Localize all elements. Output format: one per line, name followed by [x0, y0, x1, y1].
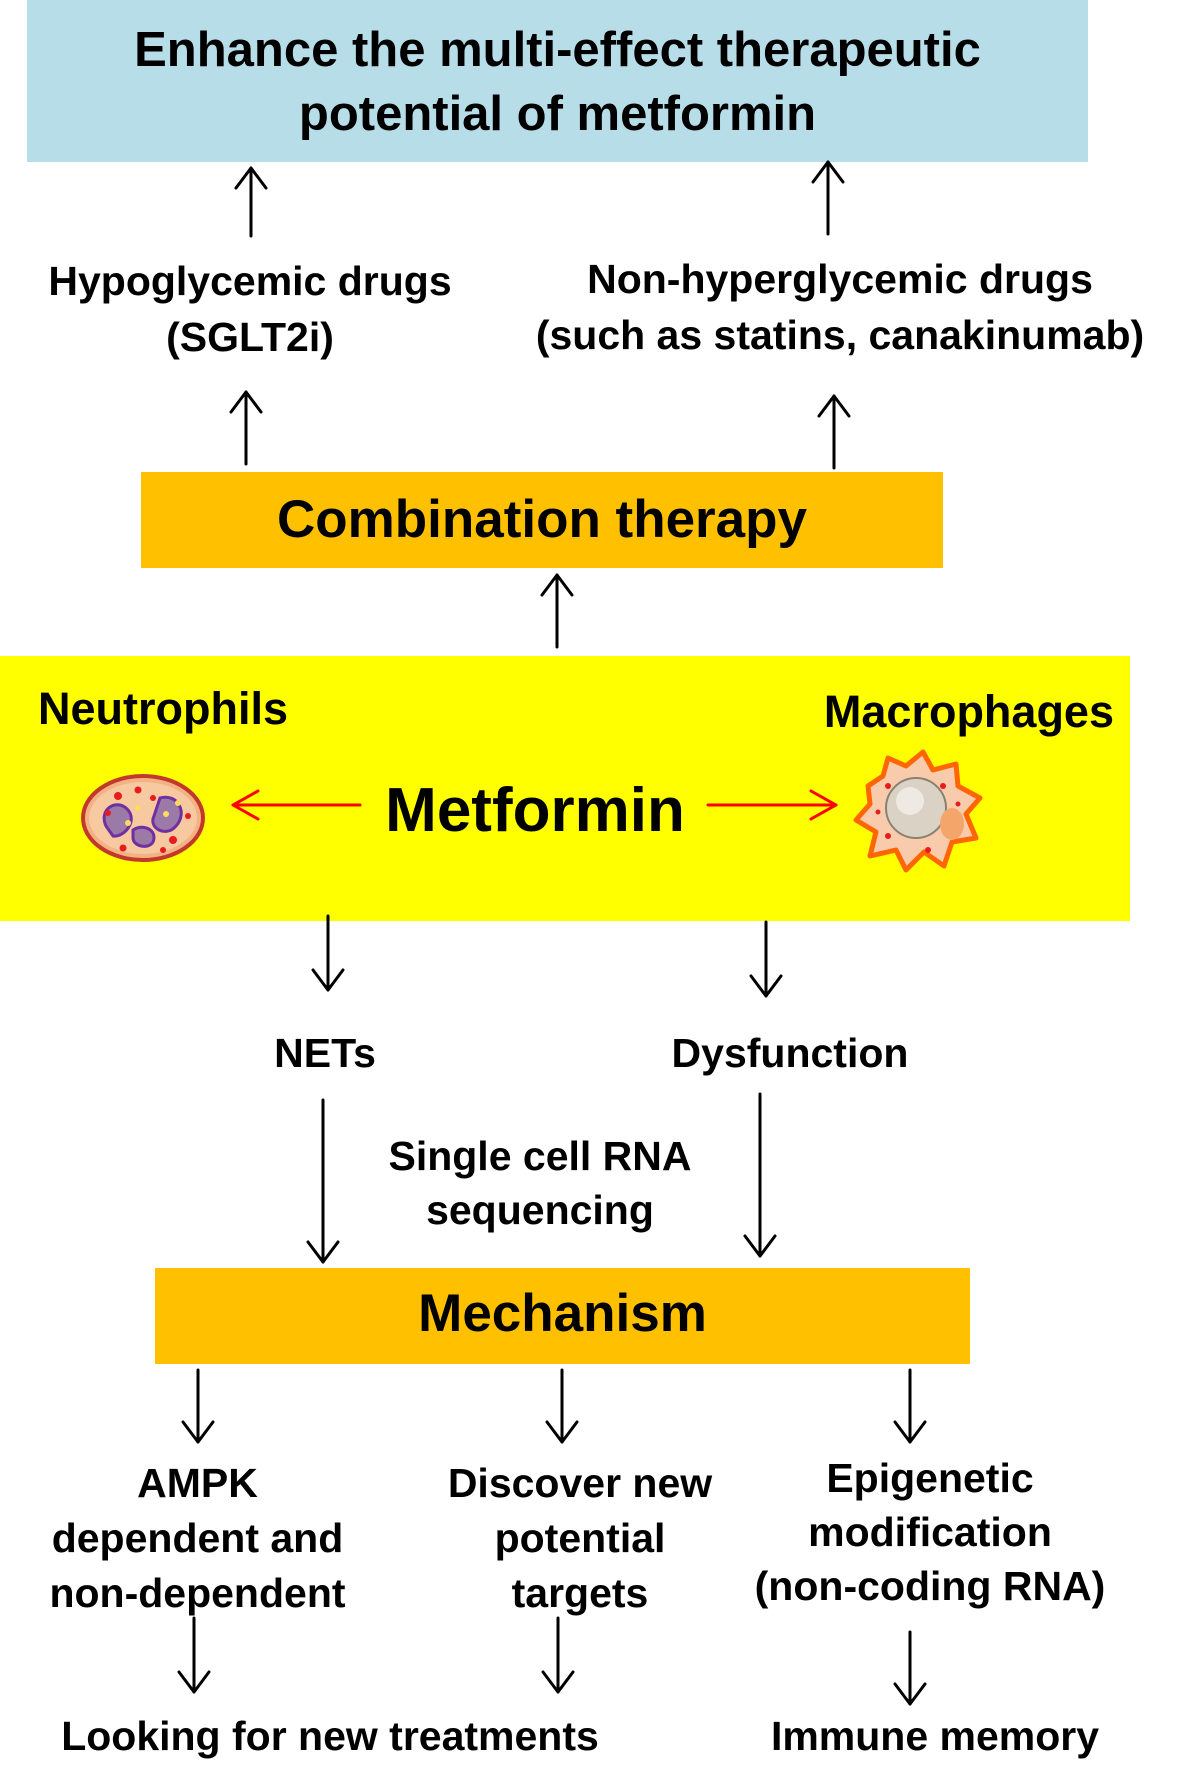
title-line-1: Enhance the multi-effect therapeutic — [134, 23, 981, 77]
arrow-down-epigenetic — [893, 1368, 927, 1444]
mechanism-label: Mechanism — [418, 1284, 707, 1343]
nets-label: NETs — [274, 1030, 376, 1076]
combination-therapy-label: Combination therapy — [276, 490, 808, 549]
arrow-up-right-title — [811, 160, 845, 236]
macrophages-label: Macrophages — [823, 686, 1114, 737]
red-arrow-to-neutrophils — [231, 789, 362, 821]
discover-line-1: Discover new — [447, 1460, 713, 1506]
epigenetic-line-3: (non-coding RNA) — [754, 1563, 1106, 1609]
ampk-line-3: non-dependent — [49, 1570, 346, 1616]
arrow-down-treatments-left — [177, 1616, 211, 1694]
arrow-up-left-drugs — [229, 390, 263, 466]
arrow-down-treatments-mid — [541, 1616, 575, 1694]
hypoglycemic-drugs-line-1: Hypoglycemic drugs — [48, 258, 452, 304]
non-hyperglycemic-drugs-line-2: (such as statins, canakinumab) — [535, 312, 1145, 358]
non-hyperglycemic-drugs-line-1: Non-hyperglycemic drugs — [587, 256, 1093, 302]
arrow-down-ampk — [181, 1368, 215, 1444]
ampk-line-2: dependent and — [51, 1515, 344, 1561]
scrna-line-2: sequencing — [426, 1187, 654, 1233]
arrow-down-dysfunction-mechanism — [743, 1092, 777, 1258]
title-line-2: potential of metformin — [298, 87, 817, 141]
scrna-line-1: Single cell RNA — [388, 1133, 692, 1179]
arrow-down-nets-mechanism — [306, 1098, 340, 1264]
arrow-up-left-title — [234, 166, 268, 238]
arrow-up-right-drugs — [817, 394, 851, 470]
neutrophils-label: Neutrophils — [38, 683, 289, 734]
arrow-up-combination — [540, 573, 574, 649]
discover-line-3: targets — [511, 1570, 649, 1616]
macrophage-cell-icon — [853, 749, 983, 873]
dysfunction-label: Dysfunction — [671, 1030, 909, 1076]
metformin-label: Metformin — [385, 776, 685, 845]
arrow-down-dysfunction — [749, 920, 783, 998]
title-box — [27, 0, 1088, 162]
arrow-down-immune — [893, 1630, 927, 1706]
ampk-line-1: AMPK — [137, 1460, 258, 1506]
epigenetic-line-1: Epigenetic — [826, 1455, 1034, 1501]
neutrophil-cell-icon — [81, 774, 205, 862]
mechanism-box — [155, 1268, 970, 1364]
arrow-down-discover — [545, 1368, 579, 1444]
discover-line-2: potential — [494, 1515, 666, 1561]
arrow-down-nets — [311, 914, 345, 992]
combination-therapy-box — [141, 472, 943, 568]
hypoglycemic-drugs-line-2: (SGLT2i) — [166, 314, 334, 360]
epigenetic-line-2: modification — [808, 1509, 1052, 1555]
new-treatments-label: Looking for new treatments — [61, 1713, 599, 1759]
red-arrow-to-macrophages — [706, 789, 838, 821]
immune-memory-label: Immune memory — [770, 1713, 1100, 1759]
